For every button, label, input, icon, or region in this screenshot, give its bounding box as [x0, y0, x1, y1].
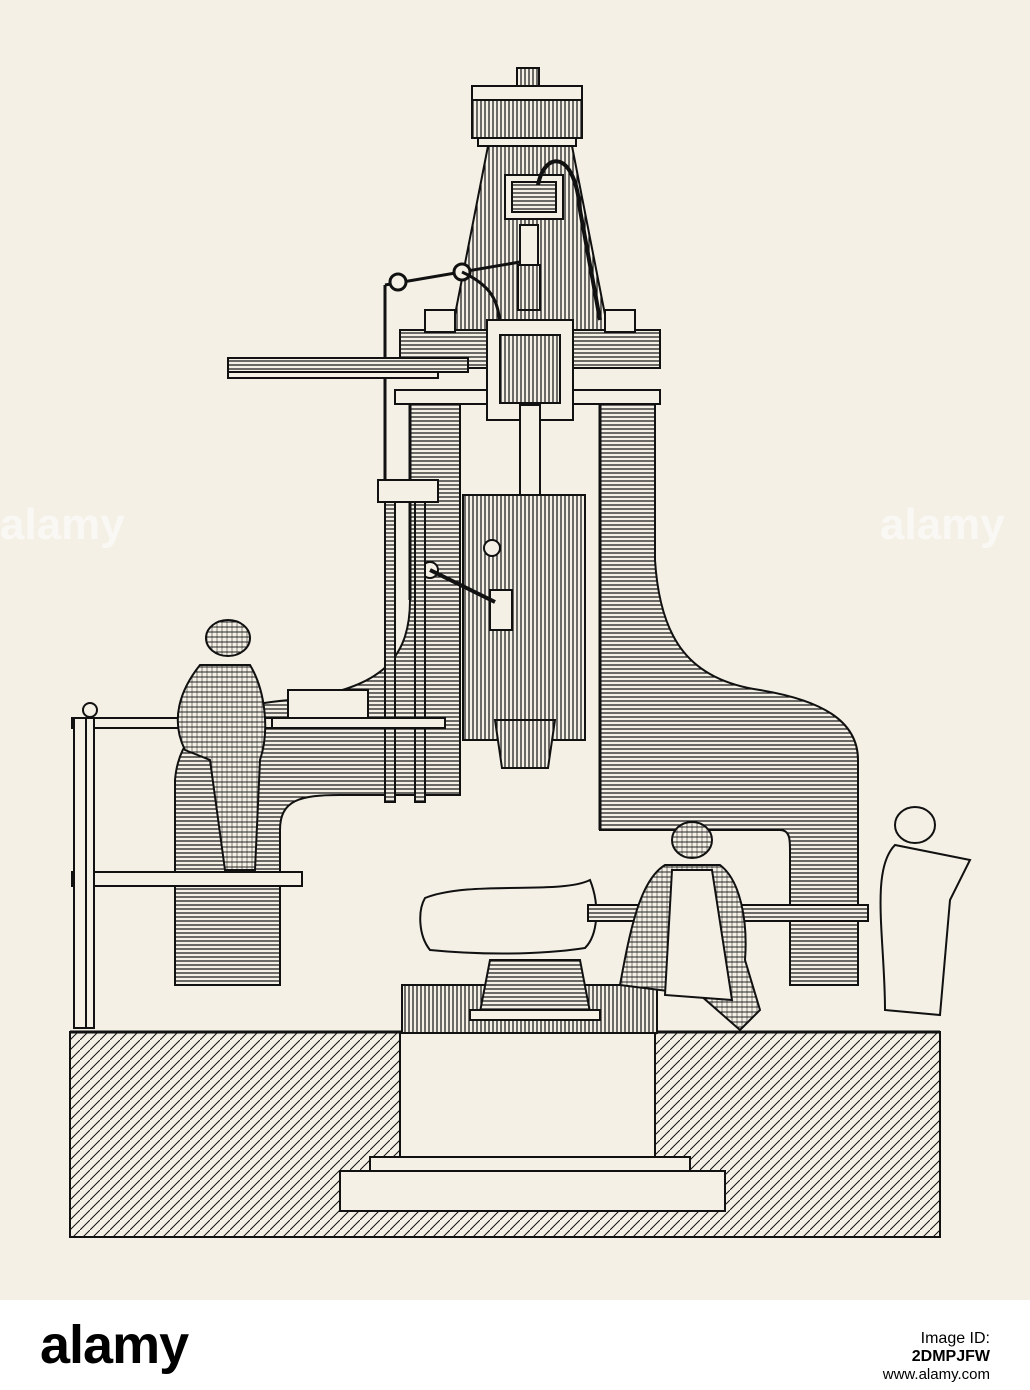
hammer-crown	[471, 67, 583, 147]
hammer-ram	[421, 404, 586, 769]
worker-standing-left	[176, 619, 267, 871]
alamy-logo[interactable]: alamy	[40, 1315, 189, 1375]
worker-right	[879, 806, 972, 1017]
image-id-block: Image ID: 2DMPJFW	[912, 1330, 990, 1366]
worker-center	[618, 821, 762, 1032]
image-id-label: Image ID:	[920, 1330, 990, 1347]
valve-lever	[383, 260, 521, 480]
cylinder-box	[486, 319, 574, 421]
gear-rack	[254, 479, 446, 803]
foundation	[69, 1030, 941, 1238]
operator-platform	[71, 702, 303, 1029]
alamy-url[interactable]: www.alamy.com	[882, 1366, 990, 1383]
steam-hammer-engraving	[0, 0, 1030, 1300]
anvil	[401, 959, 658, 1034]
footer-bar: alamy Image ID: 2DMPJFW www.alamy.com	[0, 1300, 1030, 1390]
control-rod	[227, 357, 469, 379]
image-id-value: 2DMPJFW	[911, 1348, 990, 1365]
